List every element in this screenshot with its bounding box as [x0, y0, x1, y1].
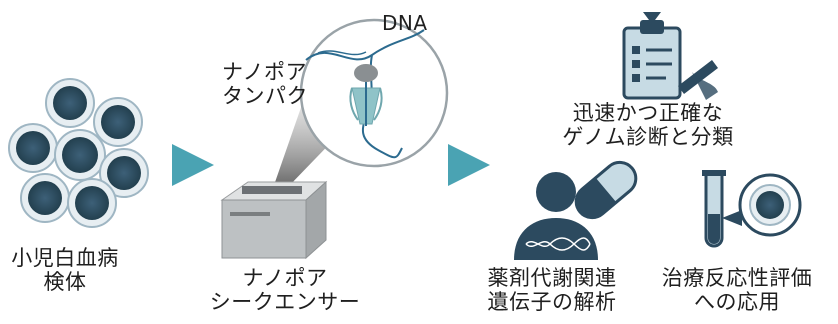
capsule-icon	[574, 160, 638, 220]
sample-label: 小児白血病 検体	[11, 246, 119, 294]
therapy-evaluation-label: 治療反応性評価 への応用	[661, 266, 813, 314]
leukemia-cells-icon	[8, 78, 149, 228]
protein-label: ナノポア タンパク	[222, 60, 308, 108]
clipboard-checklist-icon	[622, 12, 718, 100]
diagnosis-label: 迅速かつ正確な ゲノム診断と分類	[562, 101, 734, 149]
sequencer-label: ナノポア シークエンサー	[209, 266, 361, 314]
flow-arrow-2	[448, 144, 490, 186]
test-tube-cell-icon	[702, 170, 802, 248]
hourglass-icon	[643, 12, 661, 34]
nanopore-sequencer-icon	[220, 180, 328, 260]
nanopore-zoom-circle	[299, 18, 449, 168]
nanopore-protein-icon	[349, 64, 383, 126]
patient-dna-capsule-icon	[514, 160, 638, 260]
dna-label: DNA	[382, 11, 428, 35]
drug-metabolism-label: 薬剤代謝関連 遺伝子の解析	[487, 266, 617, 314]
flow-arrow-1	[172, 144, 214, 186]
person-head-icon	[536, 172, 576, 212]
pen-icon	[678, 60, 718, 100]
dna-strand-icon	[305, 29, 425, 159]
dna-helix-icon	[525, 237, 591, 251]
